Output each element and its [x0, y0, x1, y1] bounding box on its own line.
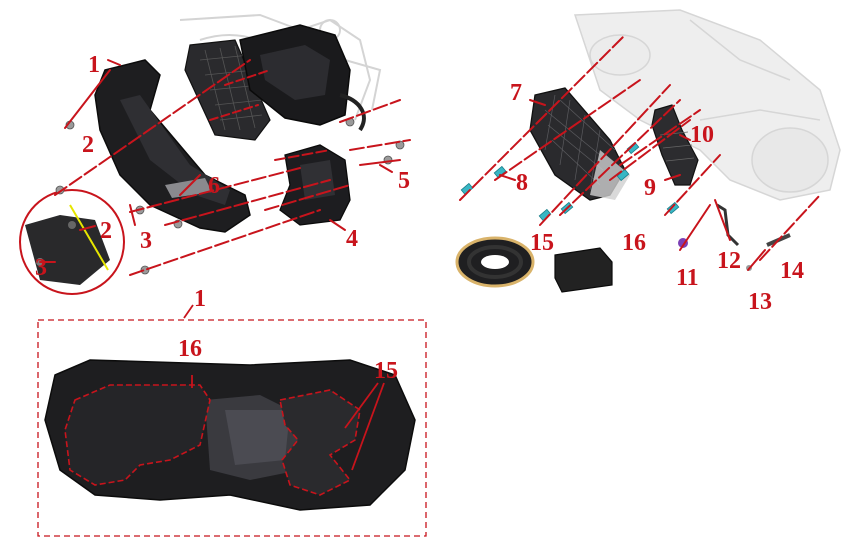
foam-15-outline — [279, 389, 361, 496]
callout-12: 12 — [717, 248, 741, 274]
callout-1-top: 1 — [88, 52, 100, 78]
callout-3-detail: 3 — [35, 255, 47, 281]
detail-box — [37, 304, 427, 537]
leader-lines — [39, 34, 821, 276]
callout-5: 5 — [398, 168, 410, 194]
part-7-filter-housing — [529, 87, 630, 201]
callout-4: 4 — [346, 226, 358, 252]
part-10-bracket — [651, 104, 699, 186]
part-16-foam-pad — [554, 247, 613, 293]
callout-13: 13 — [748, 289, 772, 315]
part-15-foam-roll — [455, 236, 535, 288]
callout-14: 14 — [780, 258, 804, 284]
callout-9: 9 — [644, 175, 656, 201]
callout-1-box: 1 — [194, 286, 206, 312]
callout-10: 10 — [690, 122, 714, 148]
part-airbox-top — [239, 24, 366, 132]
callout-labels: 1 2 2 3 3 4 5 6 7 8 9 10 11 12 13 14 15 … — [35, 52, 804, 384]
callout-7: 7 — [510, 80, 522, 106]
callout-8: 8 — [516, 170, 528, 196]
callout-16-box: 16 — [178, 336, 202, 362]
callout-2-top: 2 — [82, 132, 94, 158]
callout-15-top: 15 — [530, 230, 554, 256]
detail-magnifier — [19, 189, 125, 295]
callout-2-detail: 2 — [100, 218, 112, 244]
ghost-frame-right — [573, 9, 841, 201]
callout-6: 6 — [208, 173, 220, 199]
pad-16-outline — [64, 384, 211, 486]
callout-16-top: 16 — [622, 230, 646, 256]
part-1-intake-duct — [94, 59, 251, 233]
callout-3-lower: 3 — [140, 228, 152, 254]
callout-15-box: 15 — [374, 358, 398, 384]
part-12-clip — [716, 203, 740, 247]
callout-11: 11 — [676, 265, 699, 291]
